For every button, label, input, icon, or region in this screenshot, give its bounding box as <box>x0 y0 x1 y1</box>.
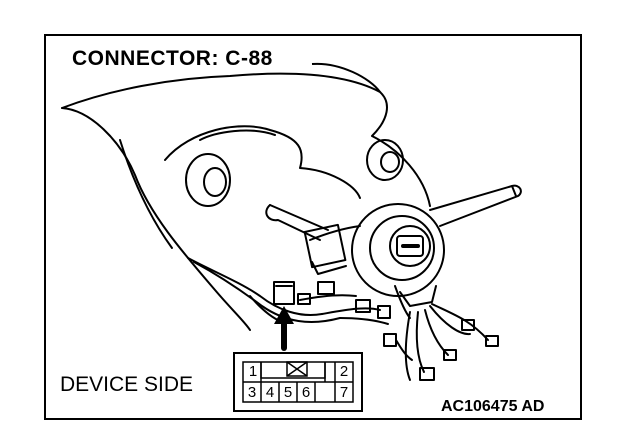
harness-left <box>187 257 323 316</box>
indicator-arrow-head <box>274 306 294 324</box>
pin-7: 7 <box>339 384 349 401</box>
device-side-label: DEVICE SIDE <box>60 373 194 396</box>
unused-cavity-icon <box>286 361 308 377</box>
left-lever <box>265 204 321 241</box>
pin-1: 1 <box>248 363 258 380</box>
harness-down <box>404 311 411 381</box>
connector-c88 <box>273 281 295 305</box>
pin-4: 4 <box>265 384 275 401</box>
left-gauge-opening <box>185 153 231 207</box>
pin-5: 5 <box>283 384 293 401</box>
clock-spring-connector-body <box>399 285 437 307</box>
connector-pin-layout: 1 2 3 4 5 6 7 <box>233 352 363 412</box>
pin-3: 3 <box>247 384 257 401</box>
right-gauge-opening <box>366 139 404 181</box>
figure-code: AC106475 AD <box>441 398 545 415</box>
dashboard-outline <box>61 72 431 207</box>
right-lever <box>429 184 522 227</box>
diagram-title: CONNECTOR: C-88 <box>72 47 277 71</box>
column-cover <box>309 225 361 241</box>
title-leader-line <box>311 62 381 93</box>
pin-layout-grid <box>242 361 354 403</box>
pin-2: 2 <box>339 363 349 380</box>
dashboard-lower-edge <box>61 107 251 331</box>
pillar-edge <box>119 139 173 249</box>
pin-6: 6 <box>301 384 311 401</box>
cluster-hood <box>164 125 361 199</box>
